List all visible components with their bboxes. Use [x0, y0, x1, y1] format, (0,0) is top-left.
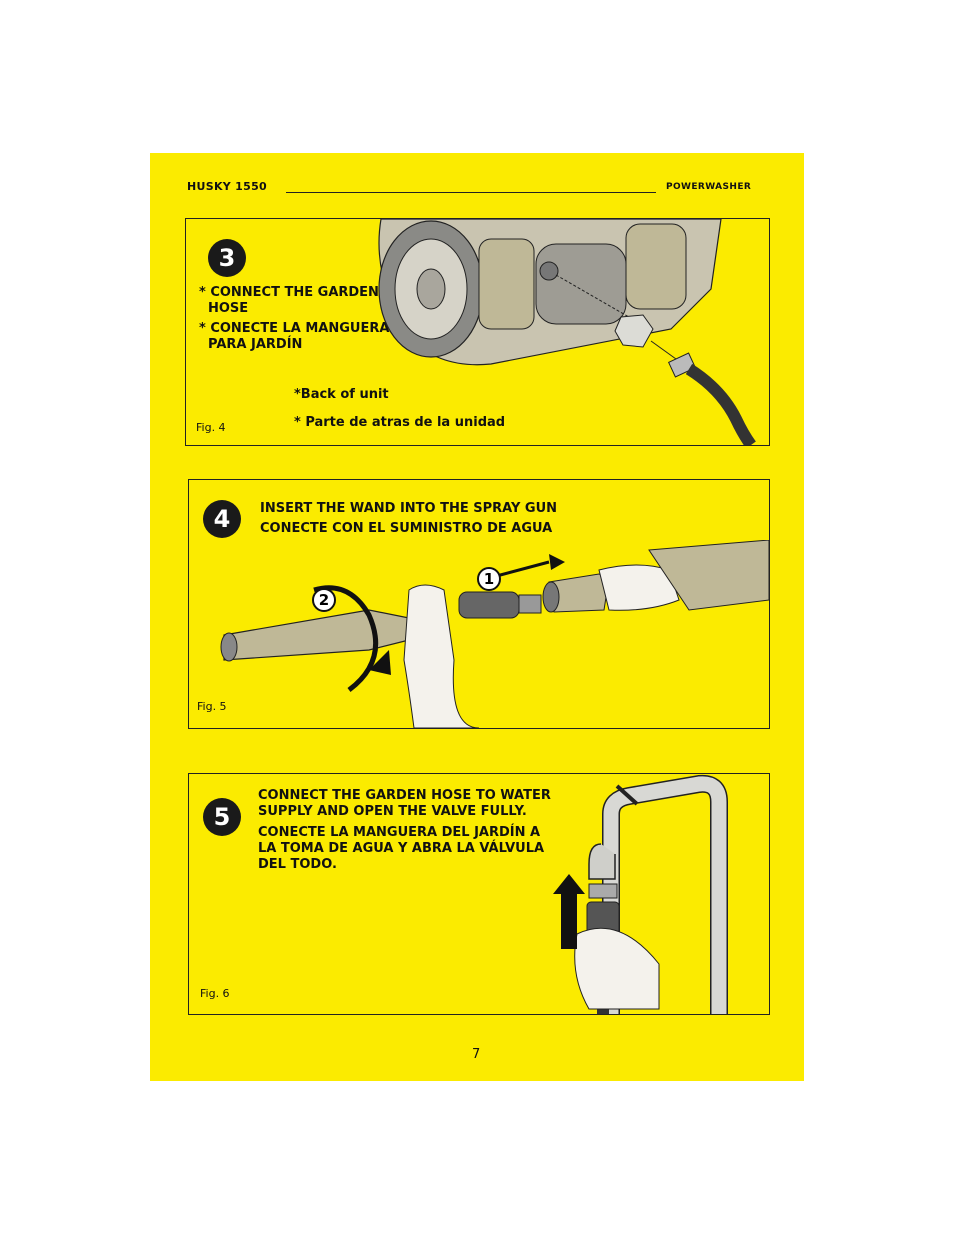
- step-5-panel: 5 CONNECT THE GARDEN HOSE TO WATER SUPPL…: [188, 773, 770, 1015]
- header-model: HUSKY 1550: [187, 180, 267, 193]
- header-product: POWERWASHER: [666, 182, 752, 192]
- step-5-badge: 5: [203, 798, 241, 836]
- step-3-line-4: PARA JARDÍN: [208, 337, 303, 352]
- step-4-line-1: INSERT THE WAND INTO THE SPRAY GUN: [260, 501, 558, 516]
- step-5-line-2: SUPPLY AND OPEN THE VALVE FULLY.: [258, 804, 527, 819]
- header-rule: [286, 192, 656, 193]
- step-4-badge: 4: [203, 500, 241, 538]
- page-number: 7: [472, 1047, 481, 1062]
- step-3-note-back: *Back of unit: [294, 387, 389, 402]
- step-3-line-1: * CONNECT THE GARDEN: [199, 285, 379, 300]
- step-4-line-2: CONECTE CON EL SUMINISTRO DE AGUA: [260, 521, 553, 536]
- callout-1: 1: [484, 570, 494, 588]
- wand-gun-illustration: 1 2: [220, 540, 769, 728]
- step-5-instructions: CONNECT THE GARDEN HOSE TO WATER SUPPLY …: [258, 788, 551, 873]
- step-3-instructions: * CONNECT THE GARDEN HOSE * CONECTE LA M…: [199, 285, 389, 353]
- step-5-line-4: LA TOMA DE AGUA Y ABRA LA VÁLVULA: [258, 841, 545, 856]
- step-4-panel: 4 INSERT THE WAND INTO THE SPRAY GUN CON…: [188, 479, 770, 729]
- unit-back-illustration: [378, 219, 756, 445]
- step-3-line-2: HOSE: [208, 301, 249, 316]
- step-5-line-3: CONECTE LA MANGUERA DEL JARDÍN A: [258, 825, 541, 840]
- manual-page: HUSKY 1550 POWERWASHER 3 * CONNECT THE G…: [150, 153, 804, 1081]
- step-5-line-1: CONNECT THE GARDEN HOSE TO WATER: [258, 788, 551, 803]
- callout-2: 2: [319, 591, 329, 609]
- fig-5-label: Fig. 5: [197, 700, 227, 713]
- fig-6-label: Fig. 6: [200, 987, 230, 1000]
- step-4-instructions: INSERT THE WAND INTO THE SPRAY GUN CONEC…: [260, 499, 557, 539]
- step-3-note-parte: * Parte de atras de la unidad: [294, 415, 506, 430]
- fig-4-label: Fig. 4: [196, 421, 226, 434]
- step-3-badge: 3: [208, 239, 246, 277]
- step-3-panel: 3 * CONNECT THE GARDEN HOSE * CONECTE LA…: [185, 218, 770, 446]
- step-3-line-3: * CONECTE LA MANGUERA: [199, 321, 390, 336]
- step-5-line-5: DEL TODO.: [258, 857, 337, 872]
- faucet-hose-illustration: [553, 774, 728, 1014]
